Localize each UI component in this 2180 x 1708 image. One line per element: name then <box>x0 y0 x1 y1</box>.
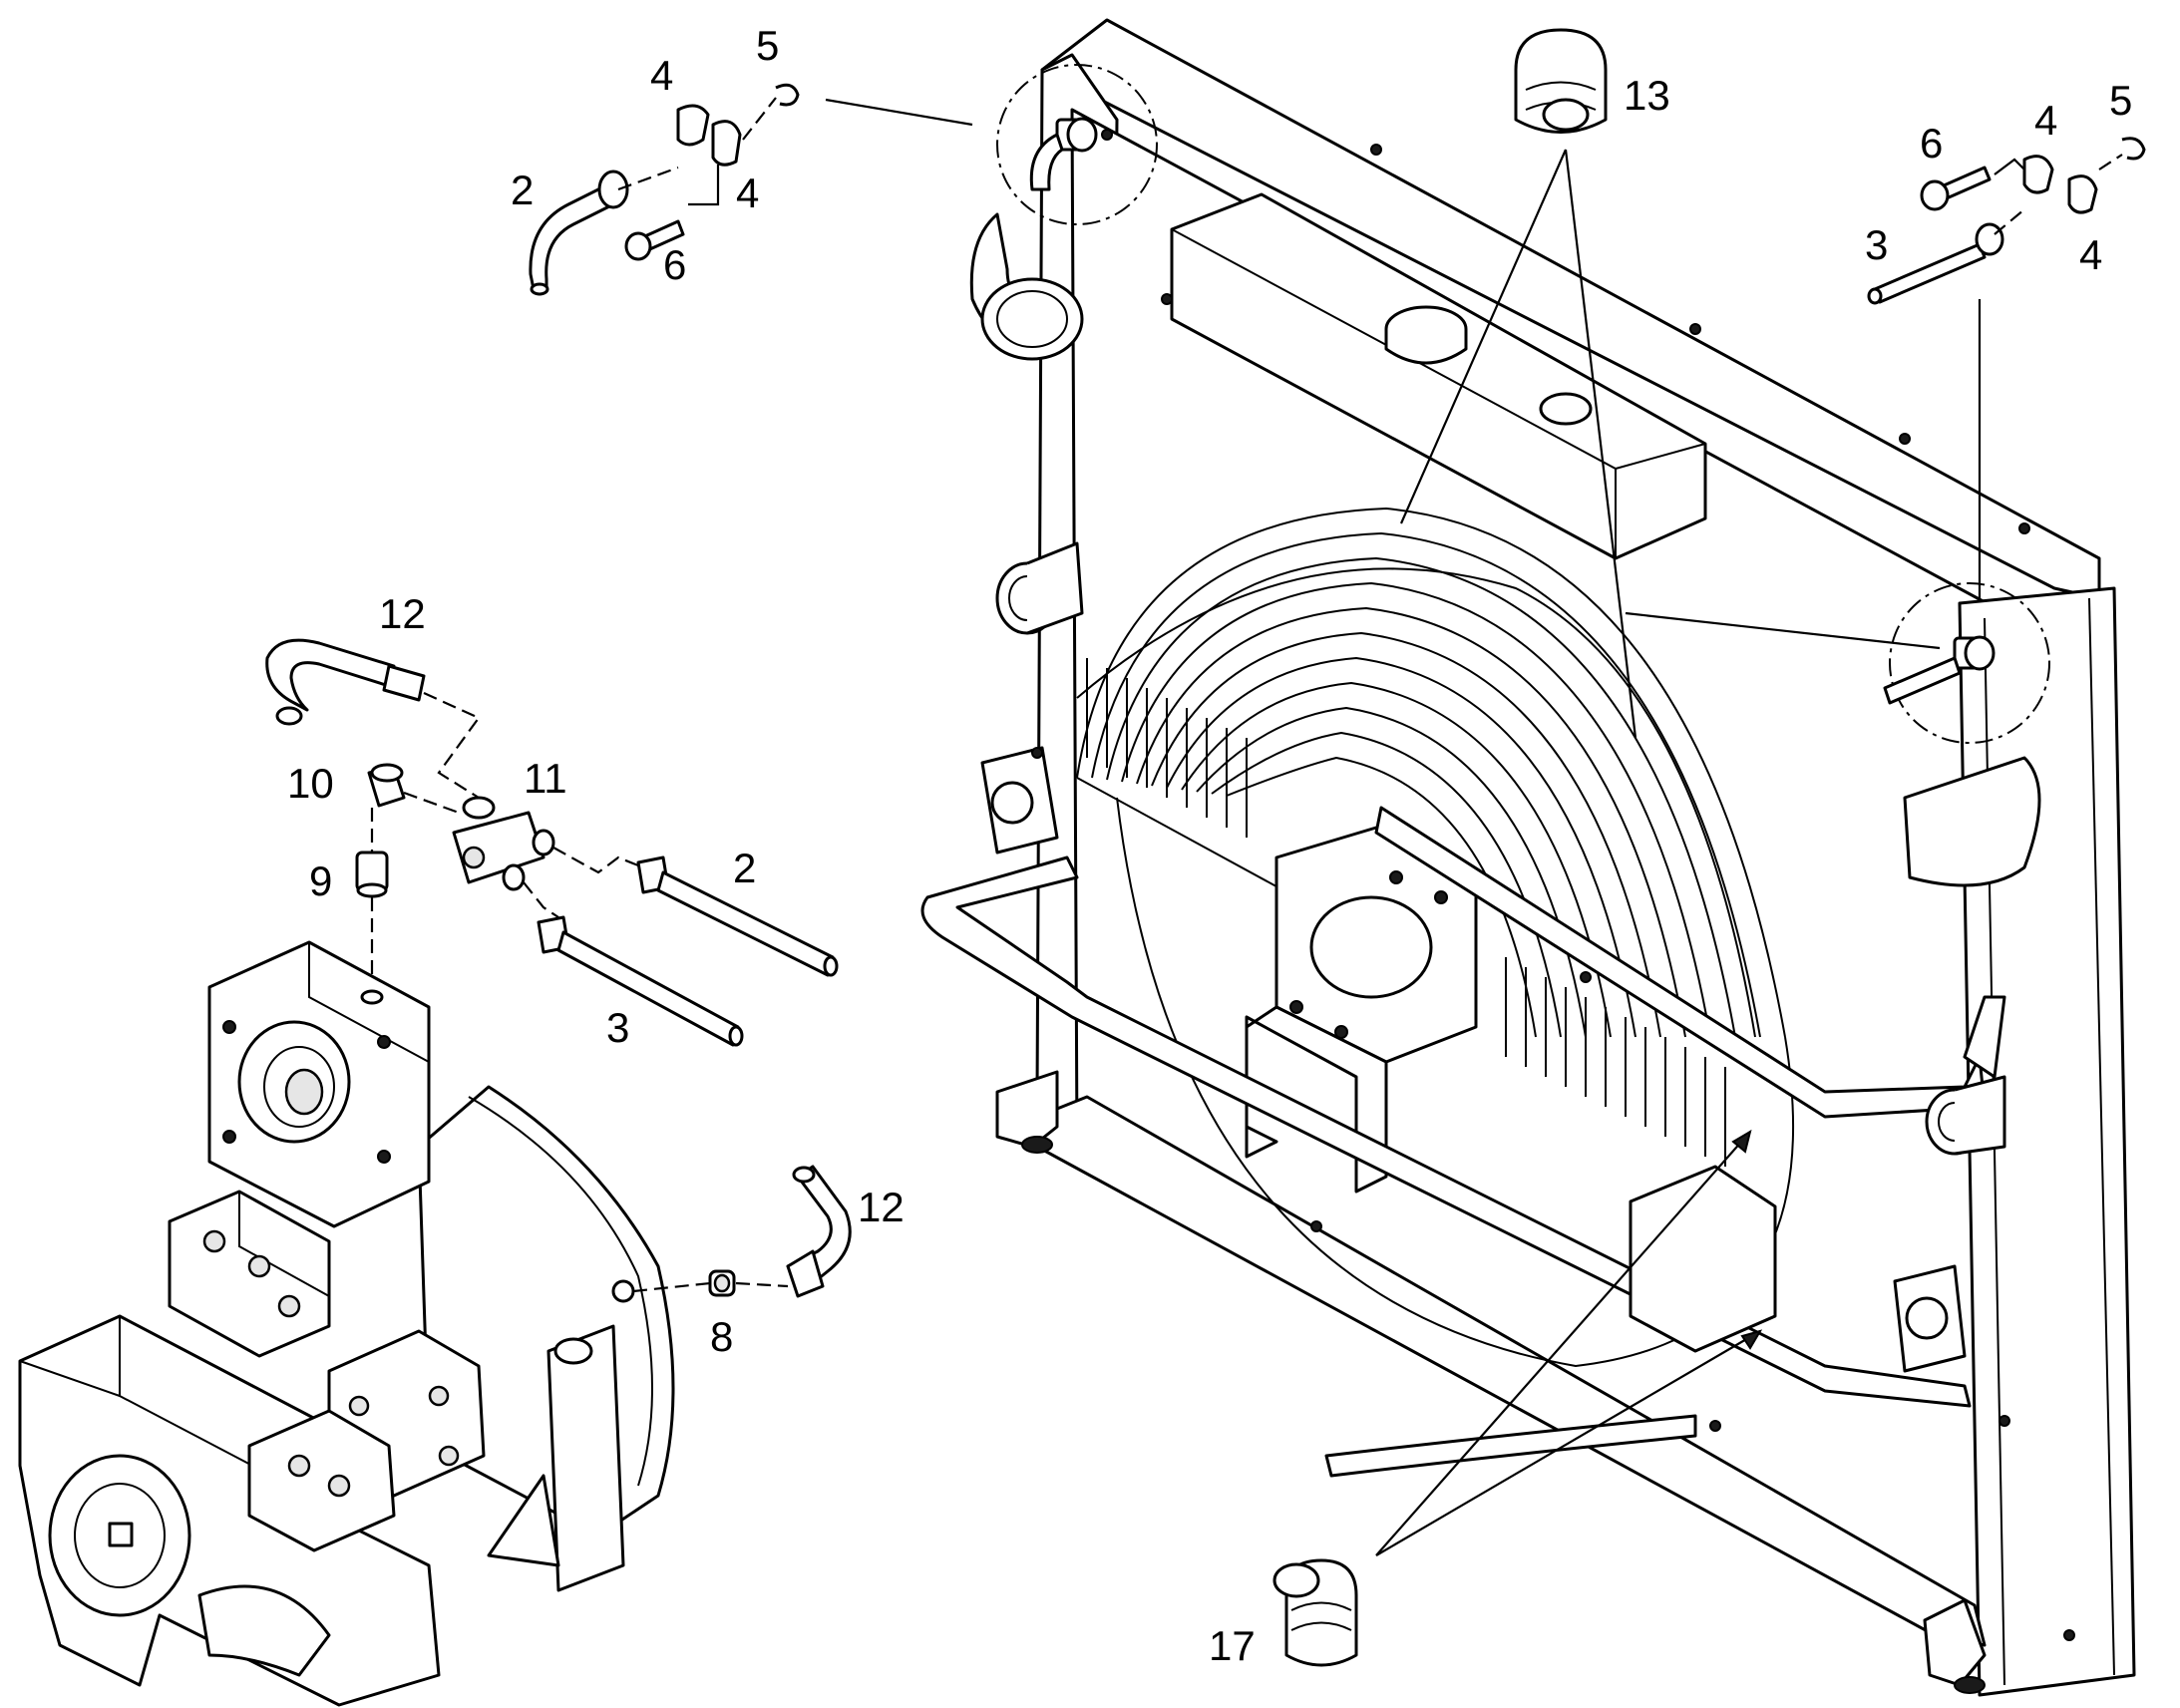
callout-4-top-b: 4 <box>736 170 759 216</box>
right-fitting-detail <box>1883 635 1996 705</box>
fan-guard-grille <box>1086 658 1726 1167</box>
callout-12-bottom: 12 <box>858 1184 905 1230</box>
pump-assembly <box>18 940 675 1707</box>
callout-9: 9 <box>309 857 332 904</box>
adapter-fitting-9 <box>355 851 389 898</box>
callout-17: 17 <box>1209 1622 1256 1669</box>
callout-3-right: 3 <box>1865 221 1888 268</box>
tube-2-mid <box>636 855 839 977</box>
expansion-tank <box>1170 192 1707 560</box>
snap-ring-5-top <box>775 83 800 107</box>
callout-2-top: 2 <box>511 167 534 213</box>
leader-17-a <box>1375 1131 1751 1556</box>
clamp-4-top-a <box>676 104 710 147</box>
callout-2-mid: 2 <box>733 845 756 891</box>
cooler-top-frame <box>1040 18 2101 600</box>
motor-mount-bore <box>1309 895 1433 999</box>
tube-3-right <box>1873 242 1987 304</box>
callout-4-right-b: 4 <box>2079 231 2102 278</box>
leader-17-b <box>1375 1330 1761 1556</box>
cooler-outlet-pipe <box>1925 1075 2006 1156</box>
bottom-bracket-left <box>1629 1165 1777 1353</box>
clamp-4-right-a <box>2022 155 2054 194</box>
tee-block-11 <box>452 796 555 891</box>
cooler-assembly <box>920 18 2136 1697</box>
leader-5-top-to-detail <box>825 98 973 127</box>
callout-8: 8 <box>710 1313 733 1360</box>
callout-6-top: 6 <box>663 241 686 288</box>
fan-guard <box>1076 507 1786 1038</box>
leader-13-a <box>1399 149 1568 524</box>
leader-13-b <box>1564 149 1637 739</box>
clamp-4-top-b <box>711 120 742 167</box>
callout-4-top-a: 4 <box>650 52 673 99</box>
bottom-foot-right <box>1923 1598 1987 1687</box>
lower-hose <box>1324 1414 1697 1478</box>
callout-11: 11 <box>524 755 567 802</box>
callout-labels: 5 4 2 4 6 13 6 4 5 3 4 12 10 11 9 2 3 12… <box>287 22 2132 1669</box>
callout-5-right: 5 <box>2109 77 2132 124</box>
fitting-8 <box>708 1269 736 1297</box>
pump-side-bracket <box>546 1324 625 1592</box>
detail-circle-left <box>996 64 1158 225</box>
callout-3-mid: 3 <box>606 1004 629 1051</box>
snap-ring-5-right <box>2121 137 2146 161</box>
hose-12-bottom <box>786 1165 852 1298</box>
tube-3-mid <box>537 915 744 1047</box>
solenoid-block <box>247 1409 396 1552</box>
hose-2-top <box>529 182 615 291</box>
left-fitting-detail <box>1029 117 1098 191</box>
hose-12-top <box>265 638 396 712</box>
frame-bolts <box>1031 129 2075 1641</box>
hose-clip-13 <box>1514 28 1608 134</box>
cooler-inlet-pipe <box>995 541 1084 635</box>
callout-5-top: 5 <box>756 22 779 69</box>
detail-circle-right <box>1889 582 2050 744</box>
callout-10: 10 <box>287 760 334 807</box>
elbow-fitting-10 <box>367 763 406 808</box>
tank-sight-glass <box>1539 392 1593 426</box>
control-valve-block <box>168 1190 331 1358</box>
callout-12-top: 12 <box>379 590 426 637</box>
hose-clip-17 <box>1272 1558 1358 1667</box>
callout-4-right-a: 4 <box>2034 97 2057 144</box>
clamp-4-right-b <box>2067 174 2098 214</box>
cooler-right-bend-pipe <box>1903 756 2041 887</box>
bottom-foot-left <box>995 1070 1059 1149</box>
callout-13: 13 <box>1624 72 1670 119</box>
callout-6-right: 6 <box>1920 120 1943 167</box>
protection-bar <box>920 855 1972 1408</box>
